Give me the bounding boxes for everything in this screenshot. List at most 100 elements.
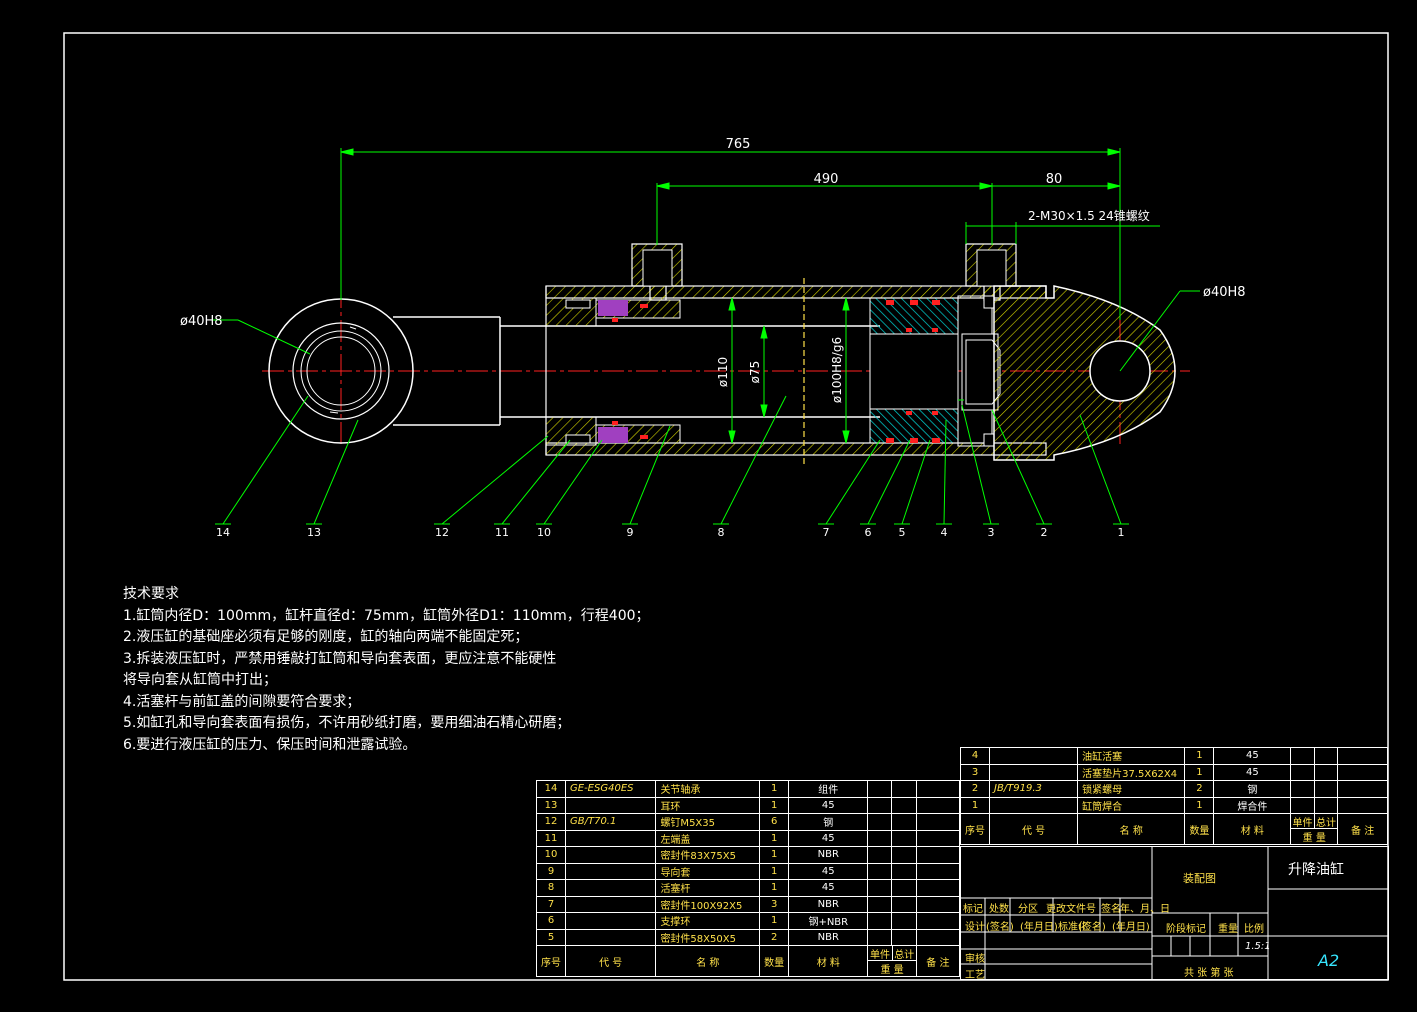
gland-assembly xyxy=(545,297,681,446)
bom-cell-qty: 1 xyxy=(759,862,790,880)
bom-cell-qty: 1 xyxy=(759,912,790,930)
note-line: 4.活塞杆与前缸盖的间隙要符合要求； xyxy=(123,693,361,710)
bom-cell-qty: 2 xyxy=(1184,780,1215,798)
leader-line xyxy=(961,404,992,525)
bom-cell-total-weight xyxy=(1313,780,1339,798)
bom-cell-unit-weight xyxy=(1290,747,1315,765)
bom-cell-name: 左端盖 xyxy=(655,829,761,847)
dim-port-to-pivot: 80 xyxy=(1046,172,1063,187)
leader-line xyxy=(501,439,571,525)
bom-cell-name: 耳环 xyxy=(655,796,761,814)
seal-rod-upper xyxy=(598,300,628,316)
sign-standard-date: (年月日) xyxy=(1112,922,1150,933)
leader-line xyxy=(1079,414,1122,525)
bom-cell-remark xyxy=(915,862,961,880)
bom-cell-remark xyxy=(1337,796,1388,814)
bom-cell-qty: 1 xyxy=(1184,763,1215,781)
cylinder-tube xyxy=(545,285,1047,456)
bom-cell-qty: 6 xyxy=(759,813,790,831)
note-line: 将导向套从缸筒中打出； xyxy=(123,672,277,688)
bom-cell-unit-weight xyxy=(867,780,892,798)
bom-header-unit: 单件 xyxy=(869,946,893,961)
dim-rod-eye-bore: ø40H8 xyxy=(180,314,223,329)
bom-cell-remark xyxy=(915,879,961,897)
rev-col-mark: 标记 xyxy=(963,904,983,915)
stage-weight: 重量 xyxy=(1218,924,1238,935)
sheets-label: 共 张 第 张 xyxy=(1184,968,1234,979)
bom-cell-qty: 1 xyxy=(1184,747,1215,765)
bom-cell-code: JB/T919.3 xyxy=(988,780,1079,798)
notes-title: 技术要求 xyxy=(123,586,179,602)
bom-header-row: 序号 代 号 名 称 数量 材 料 单件 总计 重 量 备 注 xyxy=(960,813,1388,845)
bom-cell-no: 3 xyxy=(960,763,990,781)
bom-cell-total-weight xyxy=(890,813,917,831)
bom-cell-unit-weight xyxy=(867,912,892,930)
part-balloon-number: 12 xyxy=(435,526,449,539)
dim-cap-eye-bore: ø40H8 xyxy=(1203,285,1246,300)
rev-col-count: 处数 xyxy=(989,904,1009,915)
bom-cell-material: NBR xyxy=(788,928,869,946)
note-line: 3.拆装液压缸时，严禁用锤敲打缸筒和导向套表面，更应注意不能硬性 xyxy=(123,650,557,667)
dim-rod-dia: ø75 xyxy=(748,361,762,384)
bom-cell-name: 密封件100X92X5 xyxy=(655,895,761,913)
bom-cell-material: 45 xyxy=(788,829,869,847)
bom-cell-no: 7 xyxy=(536,895,566,913)
bom-cell-total-weight xyxy=(890,879,917,897)
bom-cell-unit-weight xyxy=(1290,780,1315,798)
sign-design-sig: (签名) xyxy=(986,922,1014,933)
sign-standard-sig: (签名) xyxy=(1078,922,1106,933)
bom-cell-material: NBR xyxy=(788,846,869,864)
bom-cell-unit-weight xyxy=(867,928,892,946)
bom-cell-material: 焊合件 xyxy=(1213,796,1292,814)
technical-notes: 技术要求 1.缸筒内径D：100mm，缸杆直径d：75mm，缸筒外径D1：110… xyxy=(123,584,650,756)
bom-cell-unit-weight xyxy=(867,879,892,897)
dim-tube-od: ø110 xyxy=(716,357,730,387)
note-line: 6.要进行液压缸的压力、保压时间和泄露试验。 xyxy=(123,736,417,753)
dim-bore-fit: ø100H8/g6 xyxy=(830,337,844,403)
bom-cell-material: NBR xyxy=(788,895,869,913)
bom-cell-remark xyxy=(915,813,961,831)
bom-cell-name: 支撑环 xyxy=(655,912,761,930)
bom-header-qty: 数量 xyxy=(1184,813,1215,845)
cap-end-eye xyxy=(993,285,1176,461)
bom-cell-qty: 1 xyxy=(759,796,790,814)
bom-cell-total-weight xyxy=(1313,796,1339,814)
bom-cell-name: 螺钉M5X35 xyxy=(655,813,761,831)
bom-cell-name: 活塞杆 xyxy=(655,879,761,897)
bom-cell-unit-weight xyxy=(867,813,892,831)
part-balloon-number: 6 xyxy=(865,526,872,539)
drawing-name: 升降油缸 xyxy=(1288,862,1344,878)
rev-col-date: 年、月、日 xyxy=(1120,904,1170,915)
bom-cell-remark xyxy=(1337,780,1388,798)
bom-cell-qty: 3 xyxy=(759,895,790,913)
bom-cell-remark xyxy=(915,928,961,946)
part-leaders xyxy=(215,395,1129,525)
bom-cell-code xyxy=(564,846,657,864)
rev-col-doc: 更改文件号 xyxy=(1046,904,1096,915)
bom-cell-no: 12 xyxy=(536,813,566,831)
dim-port-thread: 2-M30×1.5 24锥螺纹 xyxy=(1028,209,1150,223)
bom-cell-remark xyxy=(915,780,961,798)
bom-cell-unit-weight xyxy=(1290,796,1315,814)
bom-cell-material: 45 xyxy=(788,796,869,814)
bom-cell-unit-weight xyxy=(867,829,892,847)
part-balloon-number: 10 xyxy=(537,526,551,539)
bom-cell-code xyxy=(564,796,657,814)
note-line: 5.如缸孔和导向套表面有损伤，不许用砂纸打磨，要用细油石精心研磨； xyxy=(123,715,571,731)
bom-header-remark: 备 注 xyxy=(915,945,961,977)
leader-line xyxy=(222,395,309,525)
part-balloon-number: 14 xyxy=(216,526,230,539)
bom-cell-code xyxy=(564,895,657,913)
stage-scale: 比例 xyxy=(1244,924,1264,935)
bom-cell-unit-weight xyxy=(867,862,892,880)
leader-line xyxy=(901,439,931,525)
bom-cell-no: 2 xyxy=(960,780,990,798)
bom-cell-qty: 1 xyxy=(1184,796,1215,814)
